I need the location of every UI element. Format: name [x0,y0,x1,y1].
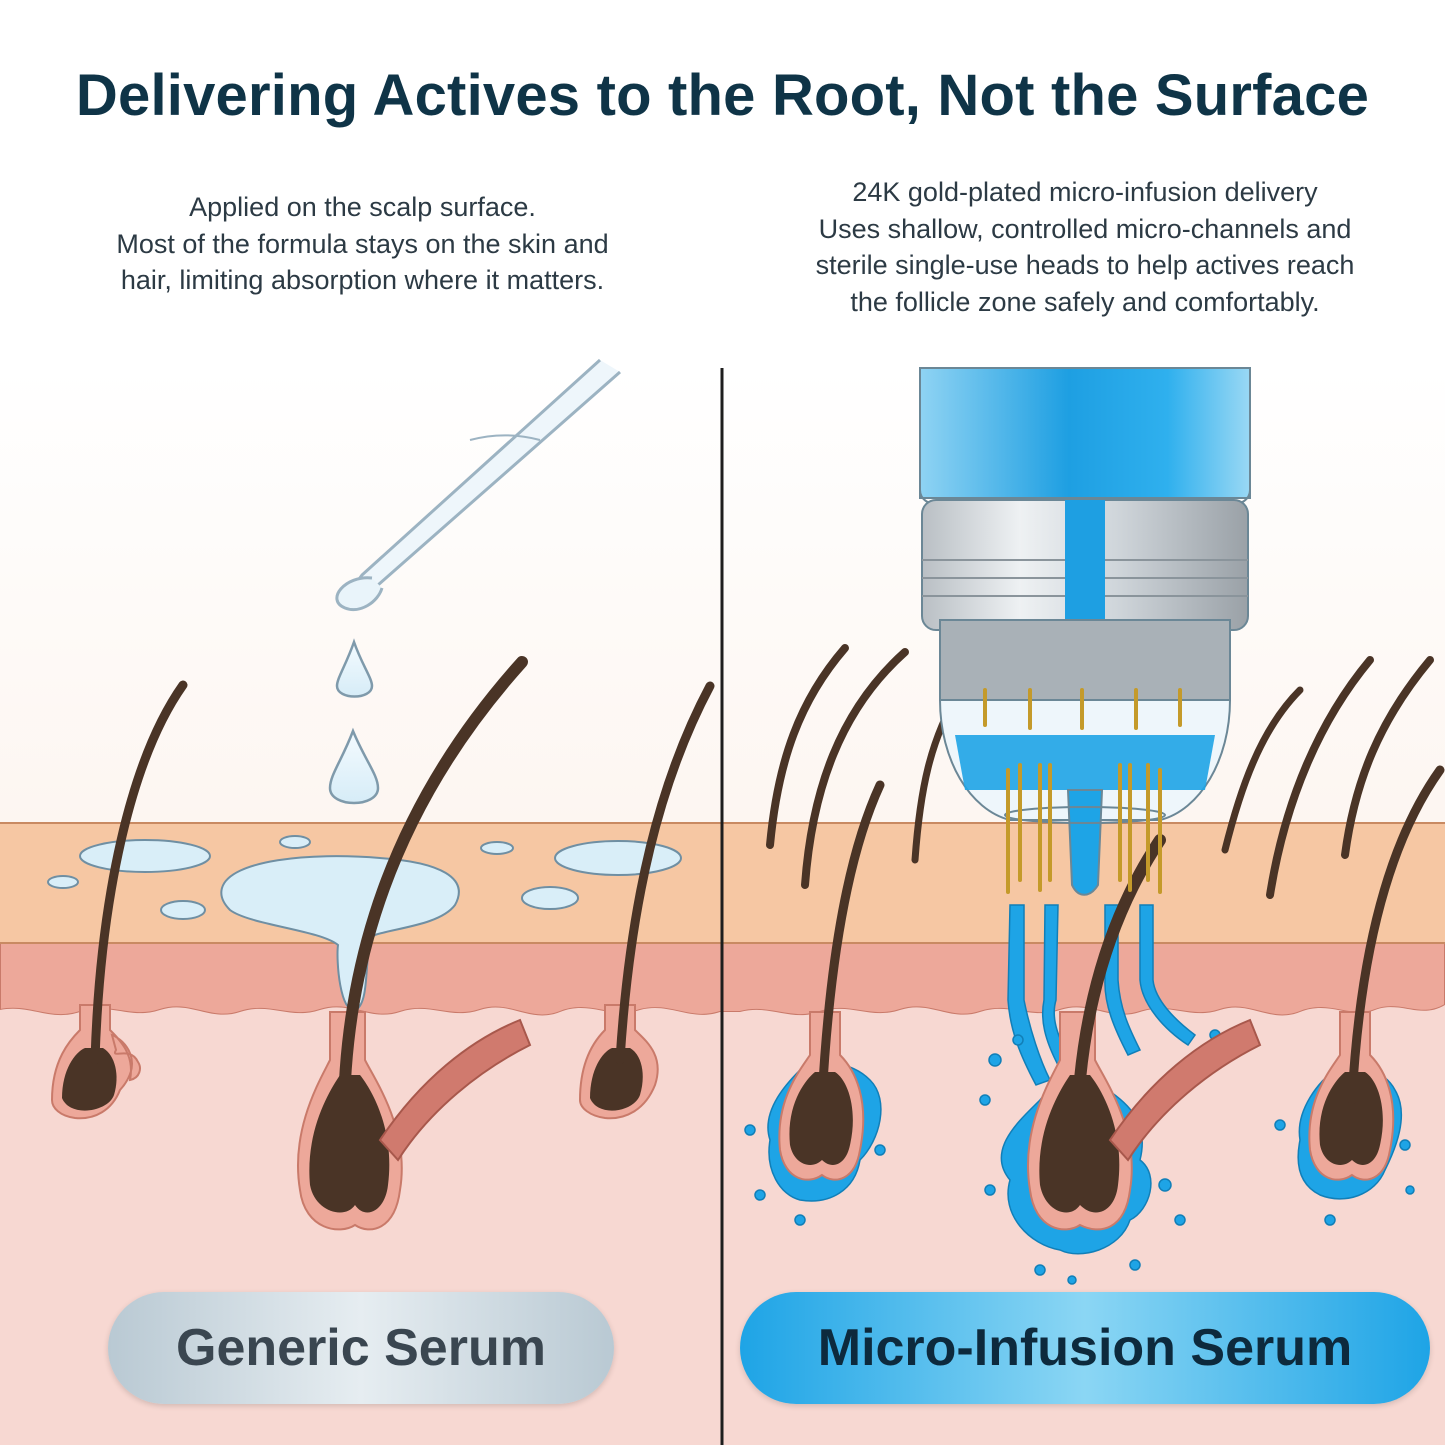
hair-follicle [50,680,188,1120]
description-line: hair, limiting absorption where it matte… [120,265,605,295]
dropper-icon [335,358,621,611]
generic-serum-label-text: Generic Serum [176,1319,546,1377]
description-line: sterile single-use heads to help actives… [815,250,1355,280]
serum-drop [328,727,380,805]
serum-drop [335,638,374,698]
micro-infusion-description: 24K gold-plated micro-infusion delivery … [740,174,1430,320]
micro-infusion-serum-label-text: Micro-Infusion Serum [817,1319,1353,1377]
arrector-muscle [378,1018,532,1162]
hair-follicle [297,656,528,1231]
description-line: 24K gold-plated micro-infusion delivery [852,177,1318,207]
hair-follicle [1308,765,1445,1181]
generic-serum-description: Applied on the scalp surface. Most of th… [40,189,685,299]
description-line: Most of the formula stays on the skin an… [116,228,609,259]
arrector-muscle [1108,1018,1262,1162]
description-line: the follicle zone safely and comfortably… [850,286,1320,317]
gold-needles [983,688,1182,894]
hair-follicle [778,780,885,1181]
hair-strands [766,644,1434,899]
micro-infusion-serum-label: Micro-Infusion Serum [740,1292,1430,1404]
description-line: Uses shallow, controlled micro-channels … [818,213,1352,244]
generic-serum-label: Generic Serum [108,1292,614,1404]
hair-follicle [1027,834,1166,1231]
page-title: Delivering Actives to the Root, Not the … [75,63,1370,128]
description-line: Applied on the scalp surface. [189,192,536,222]
hair-follicle [578,681,715,1120]
